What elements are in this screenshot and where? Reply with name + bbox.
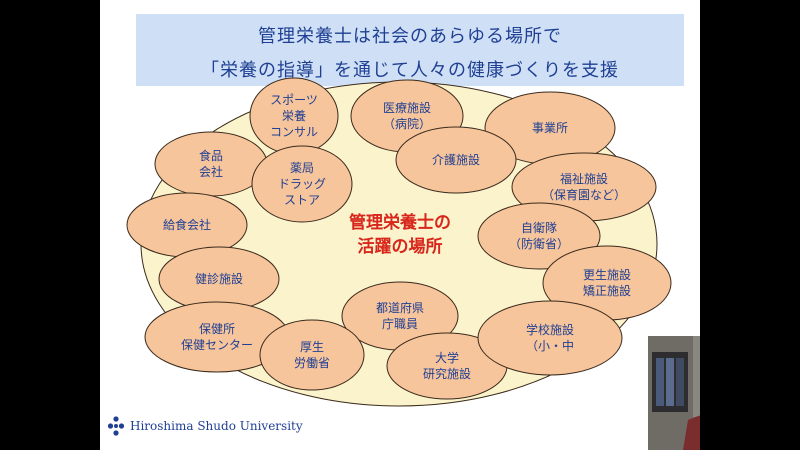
node-label-sdf-2: （防衛省） — [509, 236, 569, 251]
node-label-medical-2: （病院） — [383, 116, 431, 131]
node-label-rehab-1: 更生施設 — [583, 267, 631, 282]
node-bubble-mhlw — [259, 319, 365, 391]
node-label-pharmacy-3: ストア — [284, 193, 320, 207]
node-label-university-1: 大学 — [435, 350, 459, 365]
node-label-health-center-2: 保健センター — [181, 338, 253, 352]
workplace-diagram: スポーツ栄養コンサル医療施設（病院）事業所食品会社薬局ドラッグストア介護施設福祉… — [126, 77, 672, 407]
node-label-school-2: （小・中 — [526, 338, 574, 353]
slide: 管理栄養士は社会のあらゆる場所で 「栄養の指導」を通じて人々の健康づくりを支援 … — [100, 0, 700, 450]
presenter-video — [648, 336, 700, 450]
title-line-2: 「栄養の指導」を通じて人々の健康づくりを支援 — [201, 60, 619, 81]
node-label-sports-1: スポーツ — [270, 93, 318, 107]
node-school: 学校施設（小・中 — [477, 300, 623, 376]
node-label-sports-2: 栄養 — [282, 108, 306, 123]
node-label-checkup-1: 健診施設 — [195, 271, 243, 286]
node-label-school-lunch-1: 給食会社 — [163, 217, 211, 232]
node-label-university-2: 研究施設 — [423, 366, 471, 381]
center-label-line-2: 活躍の場所 — [358, 236, 443, 257]
node-label-care-1: 介護施設 — [432, 152, 480, 167]
node-label-food-company-2: 会社 — [199, 164, 223, 179]
node-label-welfare-2: （保育園など） — [542, 187, 626, 202]
node-care: 介護施設 — [395, 126, 517, 194]
node-label-pharmacy-2: ドラッグ — [278, 177, 326, 191]
node-label-prefecture-1: 都道府県 — [376, 300, 424, 315]
node-label-food-company-1: 食品 — [199, 148, 223, 163]
university-emblem-icon — [107, 416, 125, 436]
node-label-health-center-1: 保健所 — [199, 322, 235, 336]
node-label-business-1: 事業所 — [532, 121, 568, 135]
university-name: Hiroshima Shudo University — [130, 419, 303, 433]
node-label-prefecture-2: 庁職員 — [382, 317, 418, 331]
presenter-video-image — [648, 336, 700, 450]
node-bubble-school — [477, 300, 623, 376]
node-label-mhlw-1: 厚生 — [300, 340, 324, 354]
node-label-school-1: 学校施設 — [526, 322, 574, 337]
node-checkup: 健診施設 — [158, 246, 280, 312]
center-label-line-1: 管理栄養士の — [349, 212, 451, 233]
node-label-sports-3: コンサル — [270, 125, 318, 139]
node-bubble-pharmacy — [251, 145, 353, 223]
nodes-layer: スポーツ栄養コンサル医療施設（病院）事業所食品会社薬局ドラッグストア介護施設福祉… — [126, 77, 672, 400]
title-box: 管理栄養士は社会のあらゆる場所で 「栄養の指導」を通じて人々の健康づくりを支援 — [136, 14, 684, 86]
node-school-lunch: 給食会社 — [126, 192, 248, 258]
node-label-medical-1: 医療施設 — [383, 100, 431, 115]
title-line-1: 管理栄養士は社会のあらゆる場所で — [258, 26, 562, 47]
node-bubble-care — [395, 126, 517, 194]
node-label-mhlw-2: 労働省 — [294, 356, 330, 370]
node-label-sdf-1: 自衛隊 — [521, 220, 557, 235]
node-bubble-food-company — [154, 131, 268, 197]
university-logo: Hiroshima Shudo University — [106, 414, 303, 438]
node-label-pharmacy-1: 薬局 — [290, 161, 314, 175]
node-label-welfare-1: 福祉施設 — [560, 171, 608, 186]
node-label-rehab-2: 矯正施設 — [583, 283, 631, 298]
